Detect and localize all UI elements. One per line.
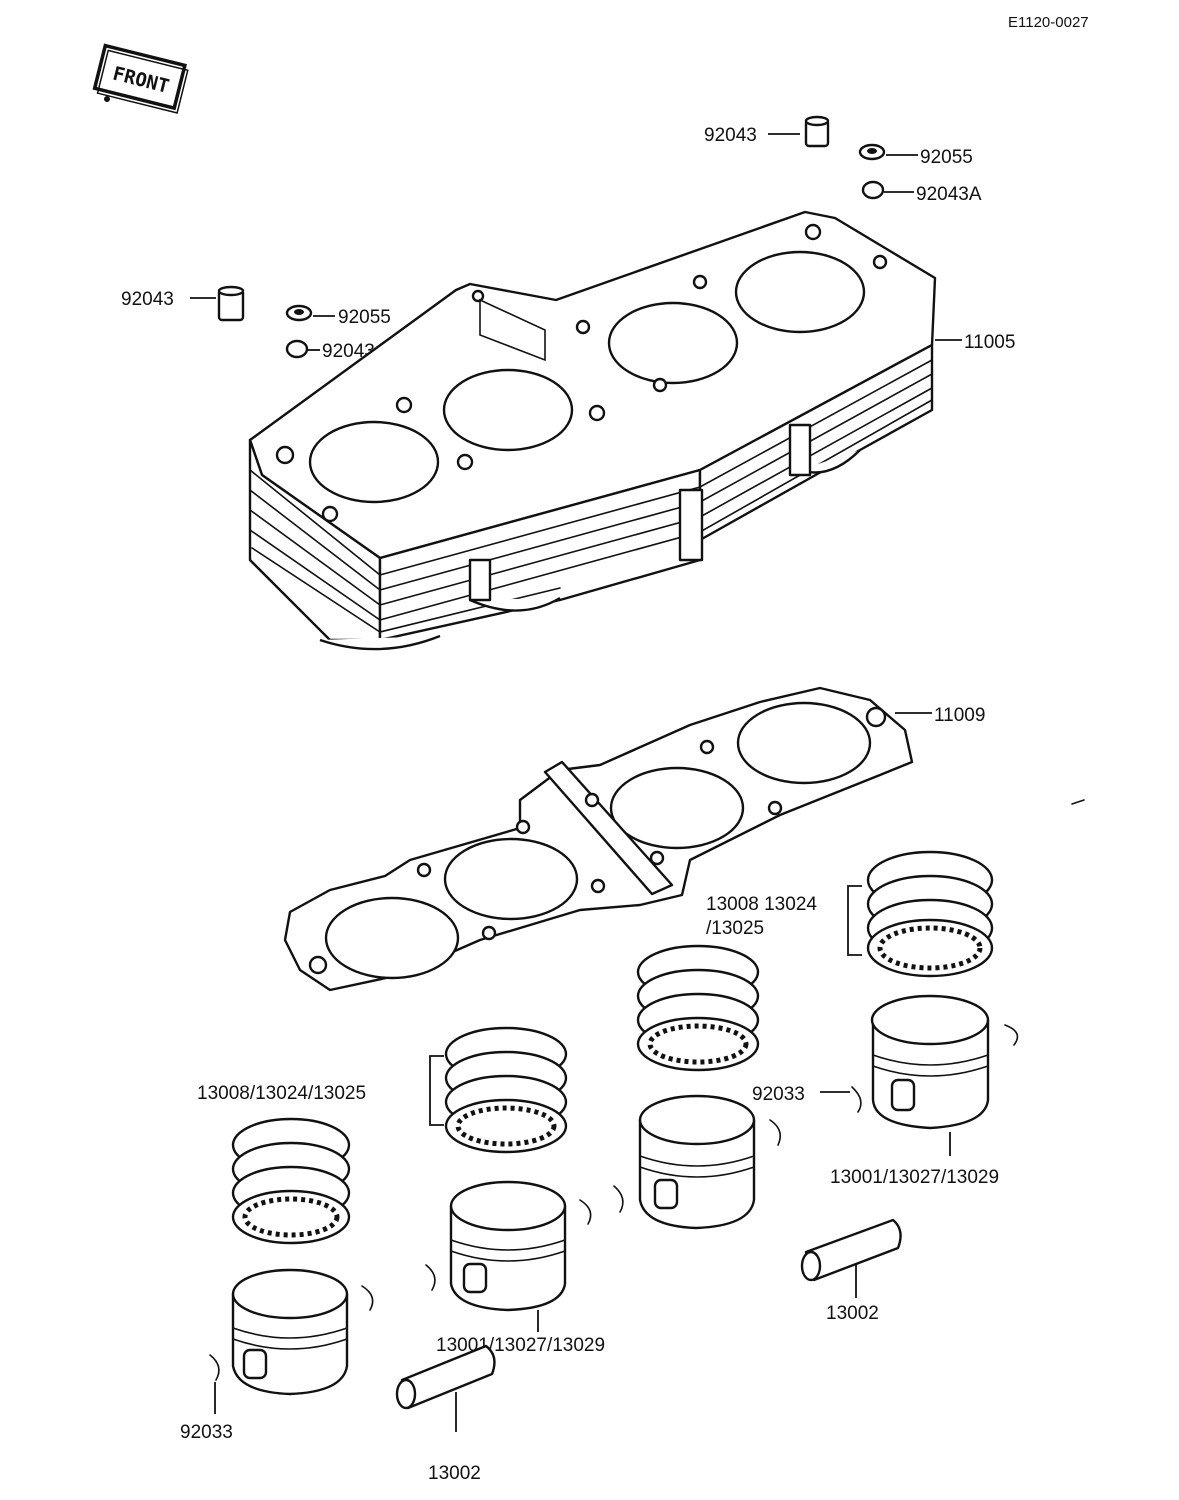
label-cylinder-block: 11005 — [964, 332, 1015, 353]
label-dowel-a-upper: 92043A — [916, 184, 982, 205]
front-tag: FRONT — [92, 43, 189, 114]
cylinder-block — [248, 210, 937, 651]
label-rings-right-1: 13008 13024 — [706, 894, 817, 915]
label-dowel-upper: 92043 — [704, 125, 757, 146]
diagram-code: E1120-0027 — [1008, 14, 1089, 31]
bracket-rings-left — [429, 1055, 444, 1126]
circlip-mid-right-a — [769, 1119, 781, 1146]
label-base-gasket: 11009 — [934, 705, 985, 726]
circlip-far-left-b — [209, 1354, 220, 1381]
label-pin-right: 13002 — [826, 1303, 879, 1324]
label-rings-right-2: /13025 — [706, 918, 764, 939]
ring-set-mid-right — [636, 944, 760, 1072]
piston-pin-right — [800, 1218, 902, 1282]
circlip-right-a — [1004, 1024, 1019, 1046]
front-tag-dot — [104, 96, 110, 102]
circlip-mid-right-b — [613, 1185, 624, 1213]
bracket-rings-right — [847, 885, 862, 956]
label-seal-upper: 92055 — [920, 147, 973, 168]
label-circlip-right: 92033 — [752, 1084, 805, 1105]
label-circlip-left: 92033 — [180, 1422, 233, 1443]
piston-pin-left — [395, 1344, 496, 1410]
ring-set-far-left — [231, 1117, 351, 1245]
base-gasket — [283, 686, 914, 992]
piston-far-left — [231, 1268, 349, 1396]
label-piston-mid: 13001/13027/13029 — [436, 1335, 605, 1356]
dowel-upper-icon — [804, 115, 830, 148]
seal-left-icon — [285, 304, 313, 322]
circlip-mid-left-b — [425, 1264, 436, 1291]
stray-mark — [1071, 799, 1085, 805]
piston-mid-left — [449, 1180, 567, 1312]
label-rings-left: 13008/13024/13025 — [197, 1083, 366, 1104]
label-dowel-left: 92043 — [121, 289, 174, 310]
ring-set-mid-left — [444, 1026, 568, 1154]
circlip-right-b — [851, 1086, 862, 1113]
circlip-mid-left-a — [579, 1199, 592, 1225]
piston-mid-right — [638, 1094, 756, 1230]
label-pin-left: 13002 — [428, 1463, 481, 1484]
ring-set-right-top — [866, 850, 994, 978]
label-piston-right: 13001/13027/13029 — [830, 1167, 999, 1188]
label-seal-left: 92055 — [338, 307, 391, 328]
seal-upper-icon — [858, 143, 886, 161]
piston-right — [870, 994, 990, 1130]
dowel-a-left-icon — [285, 339, 309, 359]
dowel-a-upper-icon — [861, 180, 885, 200]
circlip-far-left-a — [361, 1285, 374, 1311]
dowel-left-icon — [217, 285, 245, 322]
